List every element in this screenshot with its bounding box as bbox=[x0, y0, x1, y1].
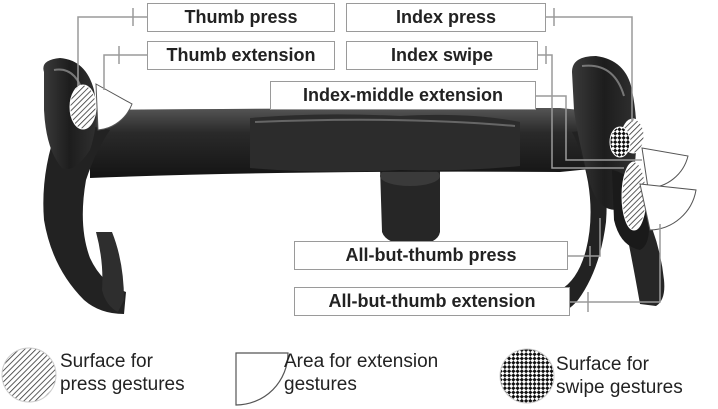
legend-press-line2: press gestures bbox=[60, 374, 185, 395]
label-thumb-extension: Thumb extension bbox=[147, 41, 335, 70]
all-but-thumb-extension-area bbox=[639, 183, 697, 231]
legend-swipe-icon bbox=[499, 348, 555, 404]
thumb-extension-area bbox=[95, 83, 133, 131]
legend-extension-line1: Area for extension bbox=[284, 351, 439, 372]
label-all-but-thumb-extension: All-but-thumb extension bbox=[294, 287, 570, 316]
right-hood bbox=[572, 56, 637, 210]
label-thumb-press: Thumb press bbox=[147, 3, 335, 32]
legend-swipe: Surface for swipe gestures bbox=[556, 353, 683, 399]
label-index-middle-extension: Index-middle extension bbox=[270, 81, 536, 110]
label-index-press: Index press bbox=[346, 3, 546, 32]
legend-icons bbox=[1, 347, 555, 406]
legend-extension-line2: gestures bbox=[284, 374, 357, 395]
gesture-markers bbox=[69, 83, 697, 231]
label-index-swipe: Index swipe bbox=[346, 41, 538, 70]
legend-swipe-line1: Surface for bbox=[556, 354, 649, 375]
legend-press-icon bbox=[1, 347, 57, 403]
legend-extension: Area for extension gestures bbox=[284, 350, 438, 396]
clamp-area bbox=[250, 114, 520, 172]
index-middle-extension-area bbox=[641, 147, 689, 189]
legend-swipe-line2: swipe gestures bbox=[556, 377, 683, 398]
label-all-but-thumb-press: All-but-thumb press bbox=[294, 241, 568, 270]
legend-extension-icon bbox=[235, 352, 289, 406]
leader-lines bbox=[77, 8, 661, 312]
legend-press: Surface for press gestures bbox=[60, 350, 185, 396]
legend-press-line1: Surface for bbox=[60, 351, 153, 372]
index-swipe-surface bbox=[609, 126, 631, 158]
left-drop-end bbox=[96, 232, 124, 312]
thumb-press-surface bbox=[69, 84, 97, 130]
stem bbox=[380, 166, 440, 246]
